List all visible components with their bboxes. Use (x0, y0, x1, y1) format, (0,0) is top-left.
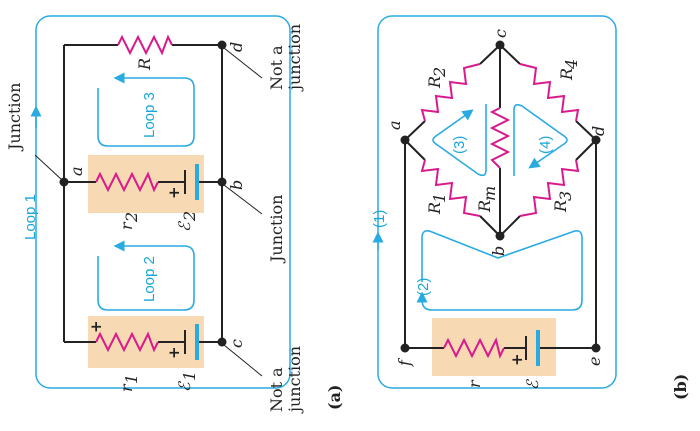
label-loop-2-b: (2) (415, 278, 432, 296)
svg-text:2: 2 (430, 67, 449, 78)
node-d-dot-b (591, 135, 601, 145)
label-node-f: f (395, 357, 414, 367)
svg-text:R: R (557, 68, 576, 81)
svg-text:R: R (551, 200, 570, 213)
caption-a: (a) (325, 384, 344, 410)
label-R2: R 2 (425, 67, 449, 89)
panel-b: + (1) (2) (3) (4) R 2 R 4 R 1 (371, 15, 690, 400)
label-r1: r 1 (117, 374, 141, 392)
loop-4-arrow-b (513, 103, 568, 176)
battery-emf1 (184, 324, 199, 360)
panel-a: + + + Junction Loop 1 Loop 3 Loop 2 R r … (5, 15, 344, 414)
label-R: R (135, 58, 154, 71)
svg-text:1: 1 (180, 371, 199, 381)
svg-text:r: r (117, 221, 136, 230)
resistor-r2 (95, 171, 159, 193)
loop-2-arrow-b (416, 230, 583, 311)
label-loop-1: Loop 1 (22, 194, 39, 240)
resistor-R3 (519, 159, 580, 217)
plus-sign-r1: + (87, 320, 105, 333)
svg-text:junction: junction (285, 346, 304, 414)
label-node-d-b: d (589, 126, 608, 136)
label-r-b: r (465, 379, 484, 388)
resistor-r (443, 337, 505, 359)
label-loop-4-b: (4) (537, 136, 554, 154)
plus-sign-emf: + (508, 353, 526, 366)
battery-emf2 (184, 164, 199, 200)
node-f-dot (400, 343, 410, 353)
svg-text:2: 2 (122, 212, 141, 223)
label-loop-3-b: (3) (451, 136, 468, 154)
label-node-d: d (227, 42, 246, 52)
label-Rm: R m (475, 186, 499, 213)
resistor-r1 (95, 331, 159, 353)
svg-text:R: R (425, 76, 444, 89)
panel-b-frame (377, 15, 617, 389)
label-emf-b: ℰ (523, 378, 542, 390)
svg-text:ℰ: ℰ (175, 380, 194, 392)
svg-text:Not a: Not a (267, 367, 286, 412)
svg-text:Not a: Not a (267, 45, 286, 90)
label-node-c: c (227, 339, 246, 348)
loop-3-arrow-b (432, 104, 487, 177)
label-node-b-b: b (489, 246, 508, 256)
caption-b: (b) (671, 374, 690, 400)
resistor-R (117, 34, 173, 56)
label-loop-3: Loop 3 (141, 92, 158, 138)
svg-text:2: 2 (180, 211, 199, 222)
resistor-R1 (420, 159, 481, 217)
svg-text:3: 3 (556, 191, 575, 201)
resistor-R2 (420, 63, 481, 122)
label-emf1: ℰ 1 (175, 371, 199, 392)
panel-a-frame (35, 15, 291, 389)
leader-lines-a (34, 47, 263, 377)
battery-emf-highlight (432, 318, 556, 376)
resistor-Rm (489, 107, 511, 169)
label-emf2: ℰ 2 (175, 211, 199, 232)
label-node-b: b (227, 180, 246, 190)
label-junction-top: Junction (5, 83, 24, 152)
label-node-c-b: c (491, 29, 510, 38)
label-loop-2: Loop 2 (141, 256, 158, 302)
label-node-e: e (585, 357, 604, 366)
label-loop-1-b: (1) (371, 210, 388, 228)
loop-2-arrow (97, 240, 195, 311)
label-R3: R 3 (551, 191, 575, 213)
label-junction-b: Junction (267, 195, 286, 264)
label-not-junction-c: Not a junction (267, 346, 304, 414)
label-not-junction-d: Not a junction (267, 24, 304, 92)
node-c-dot (217, 337, 227, 347)
svg-text:R: R (425, 202, 444, 215)
battery-1-highlight (88, 316, 204, 368)
panel-b-wires (404, 44, 597, 349)
plus-sign-emf1: + (165, 346, 183, 359)
node-a-dot-b (400, 135, 410, 145)
resistor-R4 (519, 63, 580, 122)
svg-text:1: 1 (122, 374, 141, 384)
label-R4: R 4 (557, 59, 581, 81)
node-b-dot-b (495, 231, 505, 241)
label-r2: r 2 (117, 212, 141, 230)
svg-text:r: r (117, 383, 136, 392)
label-R1: R 1 (425, 193, 449, 215)
node-c-dot-b (495, 40, 505, 50)
node-b-dot (217, 177, 227, 187)
svg-text:m: m (480, 186, 499, 201)
node-e-dot (591, 343, 601, 353)
svg-text:1: 1 (430, 193, 449, 203)
loop-3-arrow (97, 72, 195, 147)
battery-emf (525, 330, 540, 366)
svg-text:R: R (475, 200, 494, 213)
node-d-dot (217, 40, 227, 50)
label-node-a: a (67, 166, 86, 176)
svg-text:ℰ: ℰ (175, 220, 194, 232)
svg-text:4: 4 (562, 59, 581, 70)
plus-sign-emf2: + (165, 186, 183, 199)
label-node-a-b: a (385, 120, 404, 130)
svg-text:junction: junction (285, 24, 304, 92)
